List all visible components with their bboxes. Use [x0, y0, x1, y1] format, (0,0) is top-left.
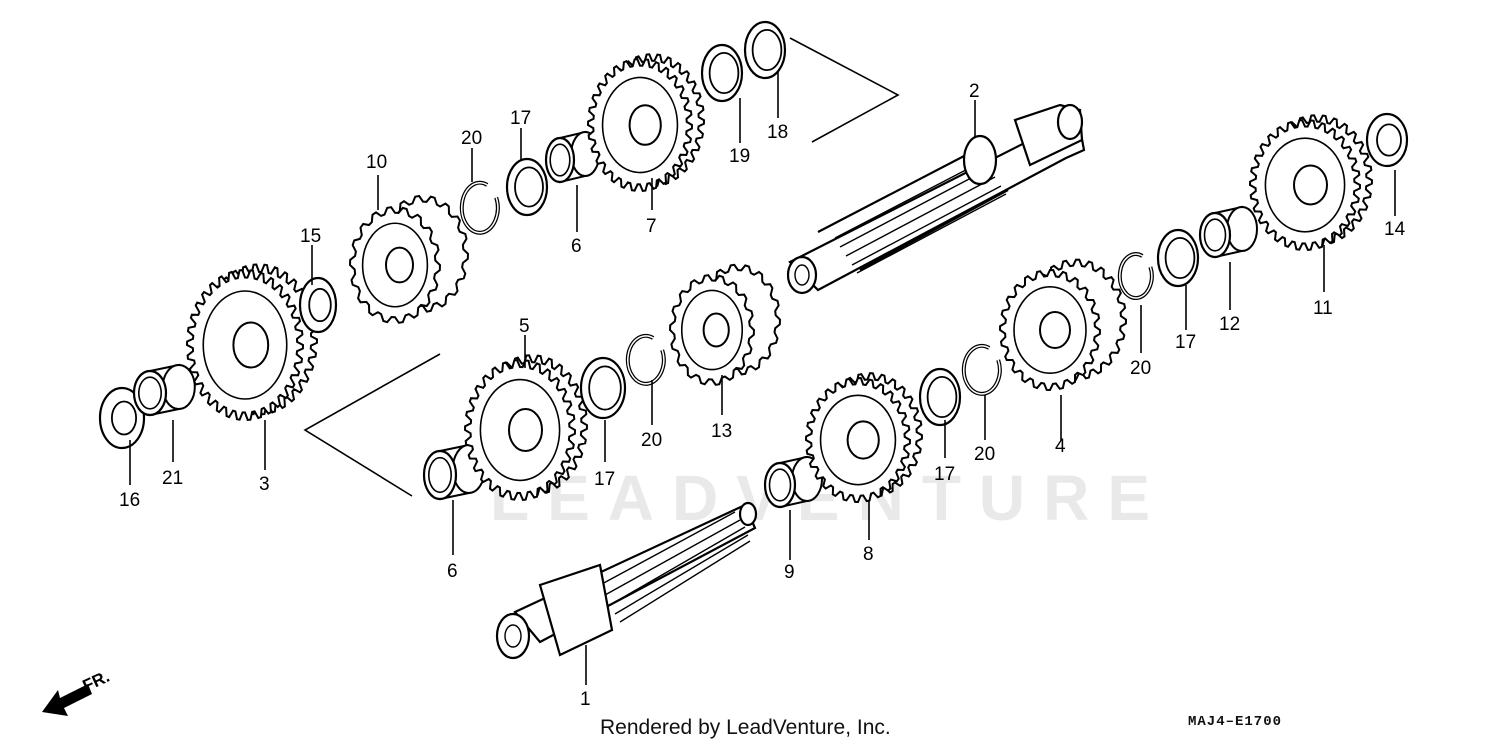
callout-20c: 20 — [974, 444, 995, 465]
diagram-code: MAJ4–E1700 — [1188, 714, 1283, 730]
gear-part-11 — [1248, 114, 1374, 251]
callout-9: 9 — [784, 562, 795, 583]
gear-part-7 — [586, 53, 706, 192]
rendered-by-footer: Rendered by LeadVenture, Inc. — [600, 716, 891, 739]
callout-leaders — [129, 72, 1396, 685]
needle-bearing-12 — [1198, 205, 1258, 259]
lock-washer-19 — [700, 43, 744, 103]
callout-6b: 6 — [447, 561, 458, 582]
gear-part-3 — [185, 263, 319, 421]
gear-part-8-bore — [846, 420, 880, 460]
callout-2: 2 — [969, 81, 980, 102]
gear-part-10-bore — [385, 246, 414, 284]
mainshaft-part-2 — [786, 103, 1086, 295]
callout-15: 15 — [300, 226, 321, 247]
callout-5: 5 — [519, 316, 530, 337]
callout-17b: 17 — [594, 469, 615, 490]
lock-washer-18 — [743, 20, 787, 80]
bushing-9 — [763, 455, 823, 509]
splined-washer-17c — [918, 367, 962, 427]
thrust-washer-14 — [1365, 112, 1409, 168]
gear-part-5-bore — [508, 408, 543, 452]
splined-washer-17b — [579, 356, 627, 420]
needle-bearing-21 — [132, 363, 196, 417]
splined-washer-17d — [1156, 228, 1200, 288]
callout-12: 12 — [1219, 314, 1240, 335]
front-direction-arrow: FR. — [42, 667, 113, 716]
callout-8: 8 — [863, 544, 874, 565]
gear-part-10 — [348, 194, 470, 324]
callout-6a: 6 — [571, 236, 582, 257]
gear-part-11-bore — [1293, 164, 1328, 206]
gear-part-4-bore — [1039, 311, 1071, 349]
countershaft-part-1 — [495, 501, 758, 660]
callout-1: 1 — [580, 689, 591, 710]
gear-part-3-bore — [232, 321, 270, 369]
callout-4: 4 — [1055, 436, 1066, 457]
callout-21: 21 — [162, 468, 183, 489]
thrust-washer-16 — [98, 386, 146, 450]
callout-19: 19 — [729, 146, 750, 167]
callout-18: 18 — [767, 122, 788, 143]
callout-17a: 17 — [510, 108, 531, 129]
callout-17d: 17 — [1175, 332, 1196, 353]
callout-17c: 17 — [934, 464, 955, 485]
callout-10: 10 — [366, 152, 387, 173]
gear-part-8 — [804, 372, 924, 504]
needle-bearing-6a — [544, 130, 601, 184]
callout-14: 14 — [1384, 219, 1406, 240]
gear-part-13 — [668, 263, 782, 386]
callout-20b: 20 — [641, 430, 662, 451]
gear-part-7-bore — [628, 104, 662, 146]
callout-16: 16 — [119, 490, 140, 511]
gear-part-5 — [463, 354, 589, 501]
washer-15 — [298, 276, 338, 334]
callout-7: 7 — [646, 216, 657, 237]
gear-part-4 — [998, 258, 1128, 392]
callout-20d: 20 — [1130, 358, 1151, 379]
callout-20a: 20 — [461, 128, 482, 149]
callout-3: 3 — [259, 474, 270, 495]
callouts: 1 2 3 4 5 6 6 7 8 9 10 11 12 13 14 15 16… — [119, 81, 1406, 710]
bracket-line-18 — [789, 37, 900, 143]
callout-13: 13 — [711, 421, 732, 442]
gear-part-13-bore — [702, 312, 730, 348]
splined-washer-17a — [505, 157, 549, 217]
bracket-line-6 — [303, 353, 441, 497]
callout-11: 11 — [1313, 298, 1333, 319]
